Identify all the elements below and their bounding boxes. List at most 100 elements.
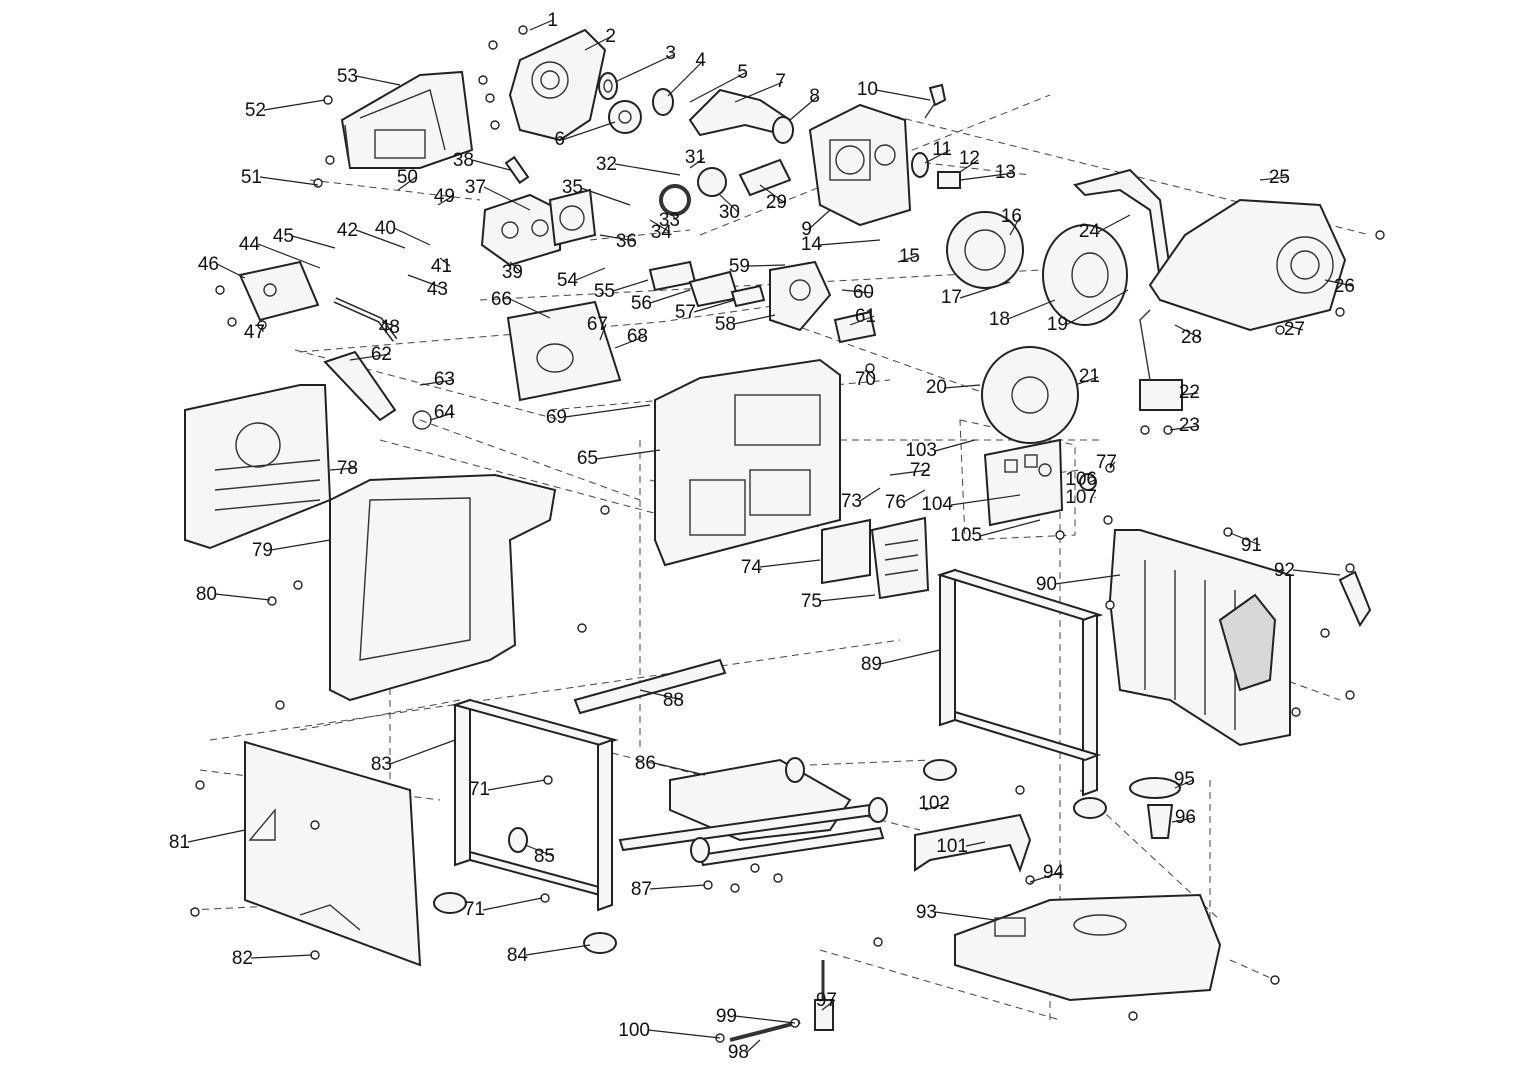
callout-number-81: 81 (169, 832, 190, 853)
callout-leader-4 (667, 60, 704, 97)
main-housing-79 (329, 473, 557, 702)
head-gasket-37 (548, 188, 597, 247)
callout-leader-39 (509, 261, 522, 273)
callout-leader-62 (349, 353, 391, 361)
callout-number-80: 80 (196, 584, 217, 605)
callout-number-35: 35 (562, 177, 583, 198)
callout-leader-16 (1009, 216, 1021, 236)
callout-number-53: 53 (337, 66, 358, 87)
callout-leader-92 (1292, 569, 1341, 576)
intake-gasket-55 (648, 260, 697, 292)
handle-bar-88 (573, 658, 727, 715)
callout-leader-46 (216, 263, 246, 279)
callout-leader-83 (389, 739, 456, 765)
control-panel-105 (983, 438, 1064, 527)
callout-leader-10 (875, 89, 931, 101)
callout-number-77: 77 (1096, 452, 1117, 473)
callout-number-91: 91 (1241, 535, 1262, 556)
callout-number-46: 46 (198, 254, 219, 275)
ring-33 (659, 184, 691, 216)
fuel-tank-93 (954, 893, 1222, 1002)
callout-number-103: 103 (905, 440, 937, 461)
callout-number-86: 86 (635, 753, 656, 774)
callout-number-48: 48 (379, 317, 400, 338)
callout-number-54: 54 (557, 270, 579, 291)
callout-number-19: 19 (1047, 314, 1068, 335)
callout-number-43: 43 (427, 279, 448, 300)
callout-leader-101 (965, 841, 986, 847)
callout-number-13: 13 (995, 162, 1016, 183)
callout-number-95: 95 (1174, 769, 1195, 790)
callout-number-76: 76 (885, 492, 906, 513)
callout-number-6: 6 (554, 129, 565, 150)
callout-number-75: 75 (801, 591, 822, 612)
callout-leader-95 (1174, 779, 1194, 789)
callout-leader-33 (671, 214, 679, 222)
callout-leader-9 (808, 209, 831, 230)
callout-leader-13 (959, 172, 1015, 181)
callout-leader-99 (734, 1015, 796, 1024)
callout-leader-70 (864, 369, 875, 380)
callout-leader-19 (1065, 289, 1129, 326)
grommets-85 (508, 757, 888, 863)
callout-number-22: 22 (1179, 382, 1200, 403)
callout-number-71: 71 (464, 899, 485, 920)
callout-leader-78 (329, 467, 357, 471)
callout-number-99: 99 (716, 1006, 737, 1027)
callout-number-8: 8 (809, 86, 820, 107)
filter-cover-75 (870, 516, 930, 600)
callout-number-93: 93 (916, 902, 937, 923)
callout-leader-35 (580, 187, 631, 206)
feet-84 (433, 759, 1107, 954)
callout-number-12: 12 (959, 148, 980, 169)
callout-number-55: 55 (594, 281, 615, 302)
callout-number-50: 50 (397, 167, 418, 188)
callout-leader-44 (257, 243, 321, 269)
callout-leader-66 (509, 298, 551, 319)
callout-leader-69 (564, 404, 651, 418)
callout-leader-68 (614, 335, 647, 349)
callout-leader-59 (747, 264, 786, 267)
callout-number-2: 2 (605, 26, 616, 47)
callout-number-3: 3 (665, 43, 676, 64)
callout-number-85: 85 (534, 846, 555, 867)
muffler-cover-78 (184, 384, 332, 550)
tank-cap-95 (1129, 777, 1181, 799)
callout-leader-74 (759, 559, 821, 568)
ignition-coil-22 (1139, 309, 1183, 411)
callout-number-23: 23 (1179, 415, 1200, 436)
callout-number-72: 72 (910, 460, 931, 481)
frame-right-89 (936, 568, 1104, 797)
fuel-hose-98 (729, 1020, 801, 1042)
callout-number-100: 100 (618, 1020, 650, 1041)
callout-number-56: 56 (631, 293, 652, 314)
crankcase-9 (808, 103, 912, 227)
callout-number-17: 17 (941, 287, 962, 308)
callout-number-10: 10 (857, 79, 878, 100)
callout-leader-67 (599, 323, 607, 341)
ring-gear-31 (697, 167, 727, 197)
callout-leader-84 (525, 944, 591, 956)
callout-leader-17 (959, 281, 1011, 299)
callout-leader-6 (561, 121, 616, 141)
callout-leader-93 (934, 911, 996, 921)
callout-number-32: 32 (596, 154, 617, 175)
fan-cover-26 (1148, 198, 1347, 332)
callout-leader-82 (250, 954, 313, 959)
callout-number-96: 96 (1175, 807, 1196, 828)
exhaust-pipe-62 (323, 350, 397, 422)
lower-cover-81 (244, 740, 422, 967)
carburetor-58 (769, 260, 832, 332)
callout-leader-24 (1097, 214, 1131, 233)
callout-number-62: 62 (371, 344, 392, 365)
callout-number-73: 73 (841, 491, 862, 512)
callout-number-68: 68 (627, 326, 648, 347)
callout-leader-102 (924, 802, 949, 811)
callout-number-52: 52 (245, 100, 266, 121)
gasket-57 (730, 284, 766, 308)
callout-leader-106 (1089, 479, 1096, 483)
rocker-arm-30 (738, 158, 792, 197)
switch-106 (1079, 473, 1097, 491)
callout-leader-5 (689, 72, 746, 103)
callout-number-67: 67 (587, 314, 608, 335)
